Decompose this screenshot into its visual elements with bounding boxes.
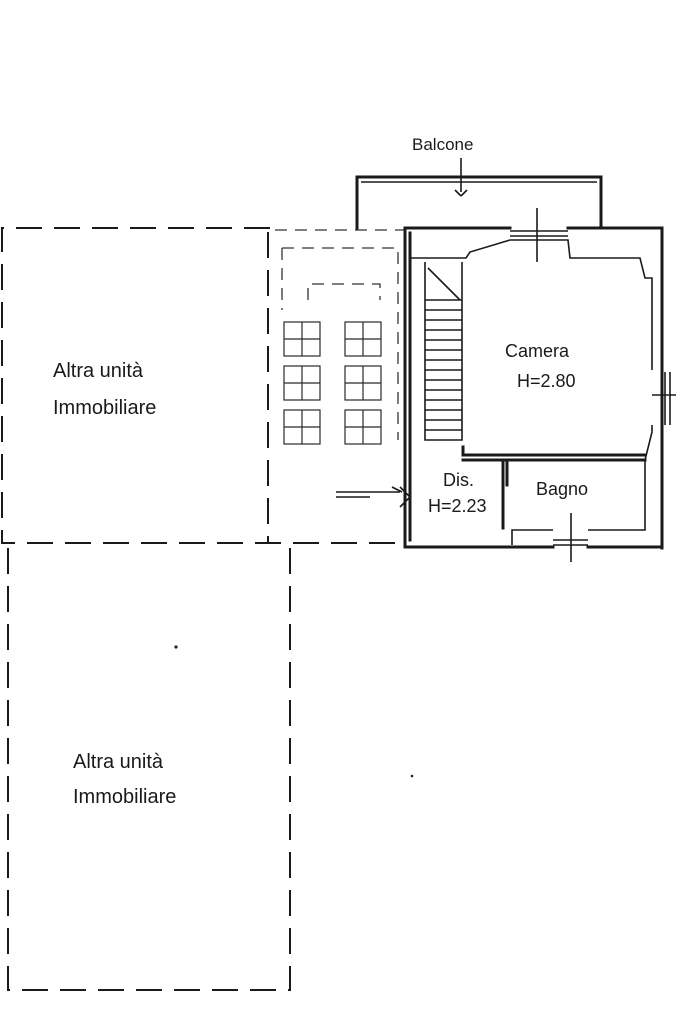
- dashed-boundaries: [1, 227, 405, 991]
- scan-dot: [410, 774, 414, 778]
- other-unit-1-line2: Immobiliare: [53, 397, 156, 419]
- dis-height-label: H=2.23: [428, 496, 487, 516]
- camera-height-label: H=2.80: [517, 371, 576, 391]
- bagno-label: Bagno: [536, 479, 588, 499]
- camera-label: Camera: [505, 341, 570, 361]
- balcony: [355, 158, 603, 230]
- dis-label: Dis.: [443, 470, 474, 490]
- other-unit-1-line1: Altra unità: [53, 360, 144, 382]
- scan-dot: [174, 645, 178, 649]
- apartment-walls: [399, 208, 676, 562]
- common-staircase: [281, 247, 403, 498]
- other-unit-2-line1: Altra unità: [73, 751, 164, 773]
- other-unit-2-line2: Immobiliare: [73, 786, 176, 808]
- balcony-label: Balcone: [412, 135, 473, 154]
